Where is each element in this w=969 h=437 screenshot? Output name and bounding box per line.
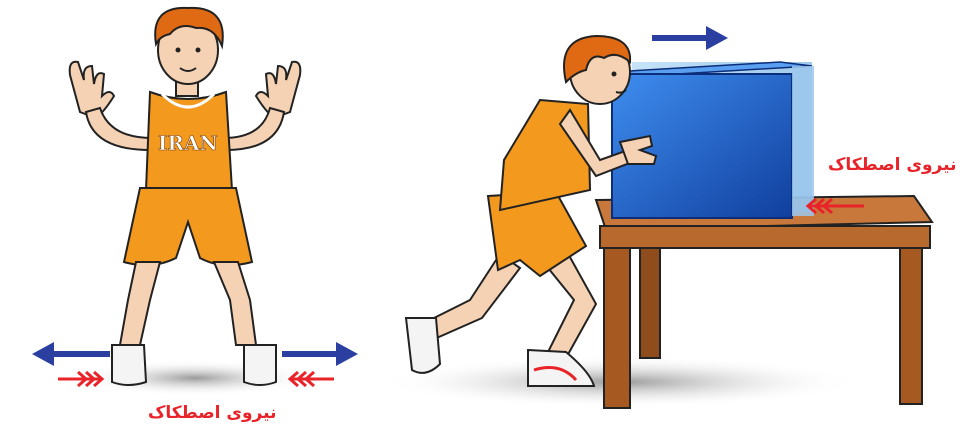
friction-label-left: نیروی اصطکاک (148, 403, 276, 423)
shorts-left (124, 188, 252, 265)
left-arm (86, 108, 152, 150)
shoe-left (112, 345, 146, 385)
force-arrow-icon (32, 342, 110, 366)
jersey-text: IRAN (158, 131, 218, 155)
friction-arrow-icon (290, 372, 334, 386)
back-shoe (406, 318, 440, 373)
force-arrow-icon (282, 342, 358, 366)
force-arrow-icon (652, 26, 728, 50)
standing-boy (70, 8, 315, 396)
friction-arrow-icon (58, 372, 102, 386)
right-arm (224, 108, 284, 150)
shoe-right (244, 345, 276, 385)
friction-label-right: نیروی اصطکاک (828, 155, 956, 175)
legs-left (120, 262, 256, 345)
jersey-right (500, 100, 590, 210)
